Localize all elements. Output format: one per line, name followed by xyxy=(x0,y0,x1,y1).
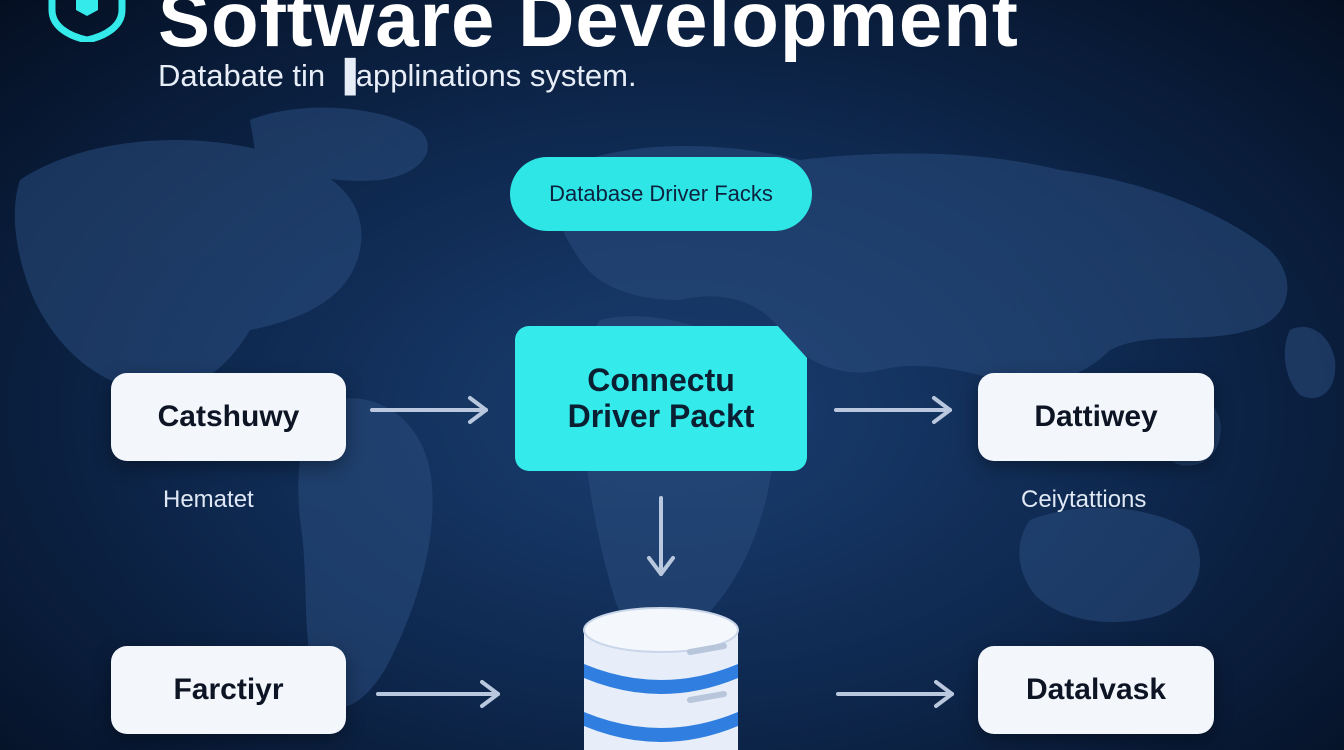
node-bottom-left-label: Farctiyr xyxy=(173,673,284,706)
node-top-left-label: Catshuwy xyxy=(157,400,300,433)
database-driver-pill[interactable]: Database Driver Facks xyxy=(510,157,812,231)
center-line-2: Driver Packt xyxy=(567,397,755,434)
node-bottom-right-label: Datalvask xyxy=(1025,673,1167,706)
caption-right: Ceiytattions xyxy=(1021,486,1147,513)
node-top-right-label: Dattiwey xyxy=(1034,400,1158,433)
database-stack-icon xyxy=(583,607,739,750)
caption-left: Hematet xyxy=(163,486,254,513)
center-line-1: Connectu xyxy=(587,361,735,398)
node-bottom-right[interactable]: Datalvask xyxy=(978,646,1214,734)
node-top-left[interactable]: Catshuwy xyxy=(111,373,346,461)
page-subtitle: Databate tin ▐applinations system. xyxy=(158,58,637,93)
page-title: Software Development xyxy=(158,0,1019,63)
pill-label: Database Driver Facks xyxy=(549,181,773,206)
node-top-right[interactable]: Dattiwey xyxy=(978,373,1214,461)
node-bottom-left[interactable]: Farctiyr xyxy=(111,646,346,734)
center-connector-box[interactable]: Connectu Driver Packt xyxy=(515,326,807,471)
shield-cube-icon xyxy=(48,0,126,42)
